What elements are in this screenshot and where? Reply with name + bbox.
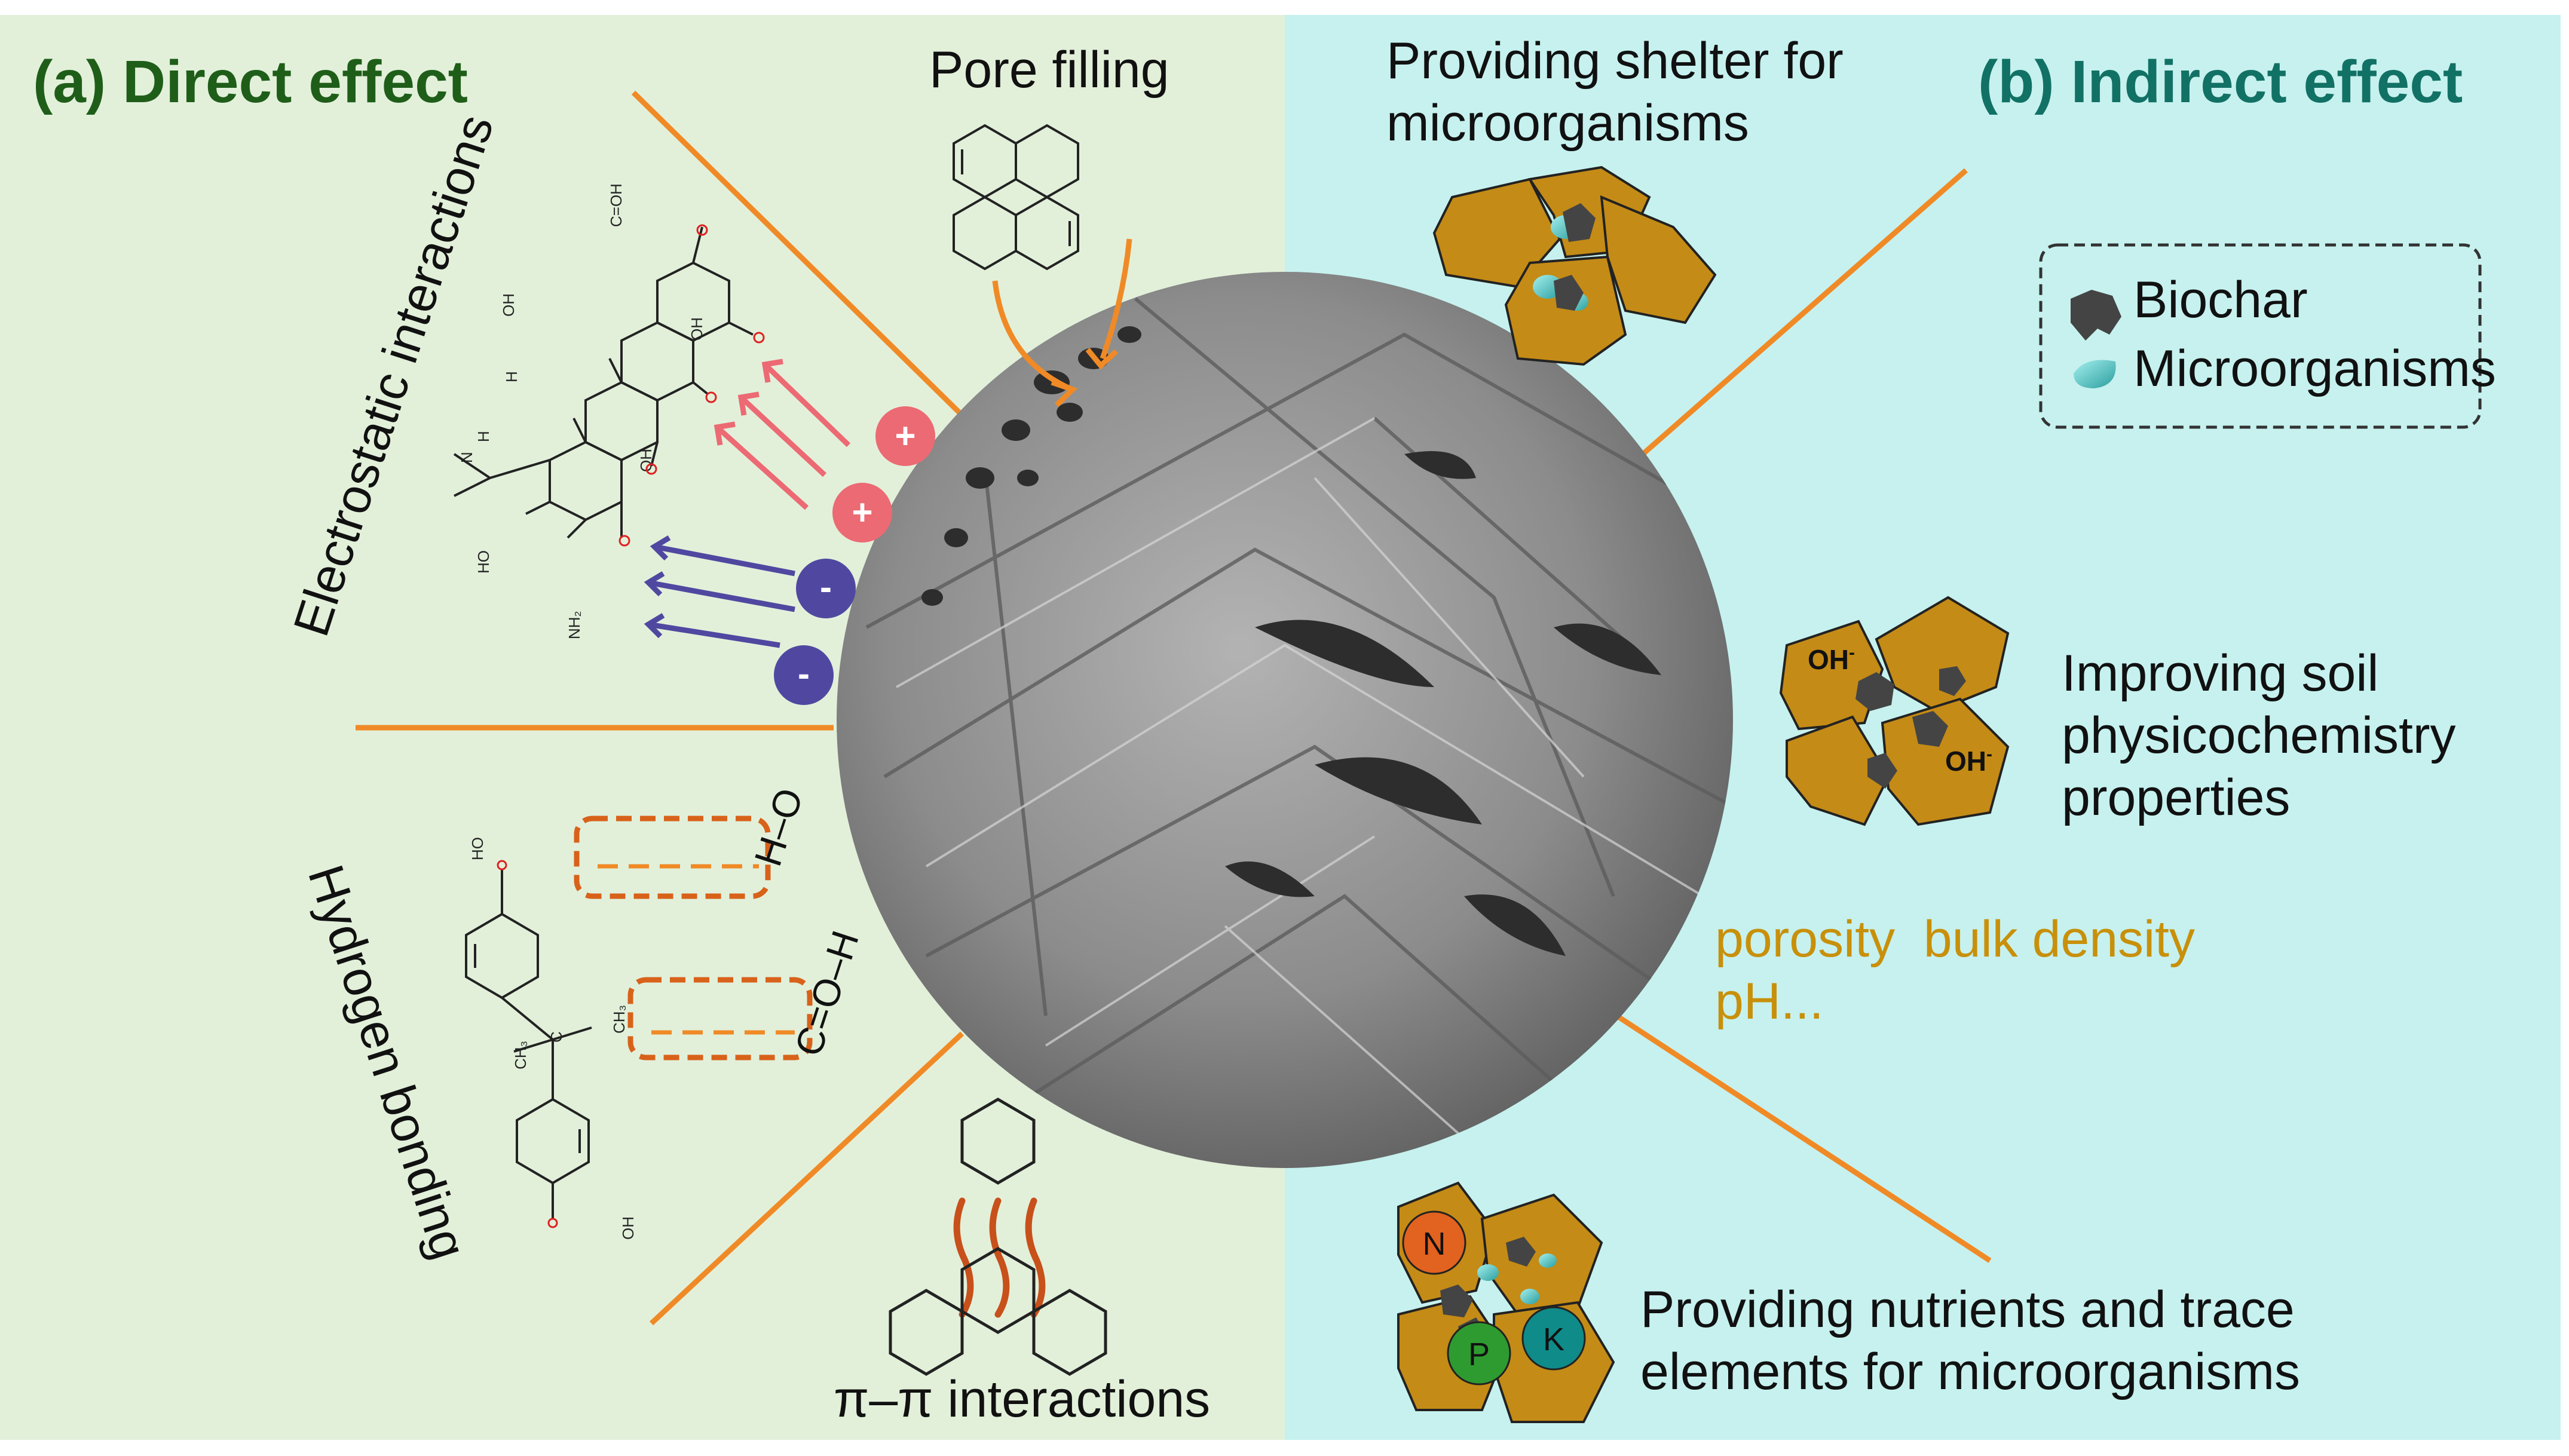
- svg-text:C=OH: C=OH: [607, 183, 625, 227]
- microorganism-icon: [2074, 360, 2116, 388]
- hydroxide-label-1: OH-: [1808, 643, 1855, 675]
- svg-text:OH: OH: [619, 1216, 637, 1240]
- shelter-label-line-2: microorganisms: [1386, 94, 1749, 152]
- svg-text:-: -: [798, 654, 810, 694]
- svg-text:N: N: [458, 452, 476, 463]
- minus-charge-2: -: [774, 645, 834, 705]
- electrostatic-minus-arrows: [644, 535, 795, 648]
- tetracycline-labels: C=OH OH OH OH HO NH₂ N H H: [458, 183, 706, 639]
- svg-text:+: +: [895, 416, 915, 456]
- soil-properties-line-2: pH...: [1715, 973, 1824, 1030]
- legend-microorganisms-label: Microorganisms: [2133, 340, 2496, 397]
- panel-b-title: (b) Indirect effect: [1978, 48, 2463, 115]
- hydroxide-label-2: OH-: [1945, 744, 1992, 777]
- soil-properties-list: porosity bulk density pH...: [1715, 908, 2195, 1032]
- improving-label: Improving soil physicochemistry properti…: [2062, 642, 2456, 829]
- svg-text:OH: OH: [688, 317, 706, 341]
- svg-text:+: +: [852, 492, 872, 532]
- svg-text:-: -: [820, 567, 832, 607]
- svg-text:P: P: [1468, 1337, 1490, 1372]
- phosphorus-badge: P: [1447, 1321, 1511, 1386]
- pore-filling-arrows: [992, 238, 1132, 407]
- svg-text:C: C: [547, 1031, 565, 1043]
- potassium-badge: K: [1521, 1306, 1586, 1371]
- soil-biochar-cluster: [1779, 596, 2010, 826]
- electrostatic-plus-arrows: [714, 358, 851, 510]
- pi-pi-label: π–π interactions: [834, 1371, 1211, 1428]
- plus-charge-2: +: [832, 483, 892, 542]
- minus-charge-1: -: [796, 559, 856, 618]
- svg-text:N: N: [1423, 1226, 1446, 1262]
- nitrogen-badge: N: [1402, 1210, 1466, 1275]
- plus-charge-1: +: [875, 406, 935, 466]
- svg-text:HO: HO: [474, 550, 492, 574]
- shelter-biochar-pieces: [1554, 203, 1596, 311]
- pyrene-molecule: [953, 124, 1079, 271]
- shelter-label: Providing shelter for microorganisms: [1386, 30, 1844, 154]
- tetracycline-molecule: [453, 226, 754, 539]
- biochar-icon: [2071, 290, 2121, 341]
- nutrients-label-line-1: Providing nutrients and trace: [1640, 1281, 2295, 1338]
- nutrient-microorganisms: [1477, 1253, 1557, 1304]
- svg-text:CH₃: CH₃: [610, 1005, 628, 1034]
- svg-text:CH₃: CH₃: [512, 1041, 529, 1069]
- hbond-box-1: [574, 816, 771, 899]
- separator-lines: [356, 90, 1992, 1326]
- tetracycline-oxygens: [618, 224, 765, 547]
- improving-label-line-1: Improving soil: [2062, 645, 2379, 702]
- nutrients-label-line-2: elements for microorganisms: [1640, 1343, 2301, 1400]
- soil-biochar-pieces: [1855, 666, 1966, 789]
- svg-text:OH: OH: [500, 293, 518, 317]
- improving-label-line-3: properties: [2062, 769, 2291, 826]
- biochar-sem-image: [837, 272, 1733, 1168]
- legend-box: [2039, 243, 2482, 429]
- hbond-box-2: [627, 977, 813, 1060]
- bisphenol-molecule: [465, 869, 592, 1219]
- panel-a-title: (a) Direct effect: [33, 48, 468, 115]
- benzene-ring: [960, 1098, 1036, 1185]
- bisphenol-oxygens: [497, 860, 558, 1228]
- pore-filling-label: Pore filling: [929, 41, 1169, 99]
- svg-text:H: H: [474, 431, 492, 442]
- improving-label-line-2: physicochemistry: [2062, 707, 2456, 764]
- bisphenol-labels: HO OH CH₃ CH₃ C: [469, 837, 637, 1240]
- pi-pi-wavy-lines: [953, 1197, 1046, 1318]
- svg-text:NH₂: NH₂: [565, 611, 583, 639]
- svg-text:K: K: [1543, 1322, 1564, 1357]
- svg-text:H: H: [503, 371, 520, 382]
- nutrients-label: Providing nutrients and trace elements f…: [1640, 1279, 2300, 1403]
- shelter-label-line-1: Providing shelter for: [1386, 32, 1844, 90]
- phenanthrene-molecule: [889, 1247, 1107, 1376]
- legend-biochar-label: Biochar: [2133, 271, 2308, 329]
- soil-properties-line-1: porosity bulk density: [1715, 911, 2196, 968]
- svg-text:HO: HO: [469, 837, 486, 860]
